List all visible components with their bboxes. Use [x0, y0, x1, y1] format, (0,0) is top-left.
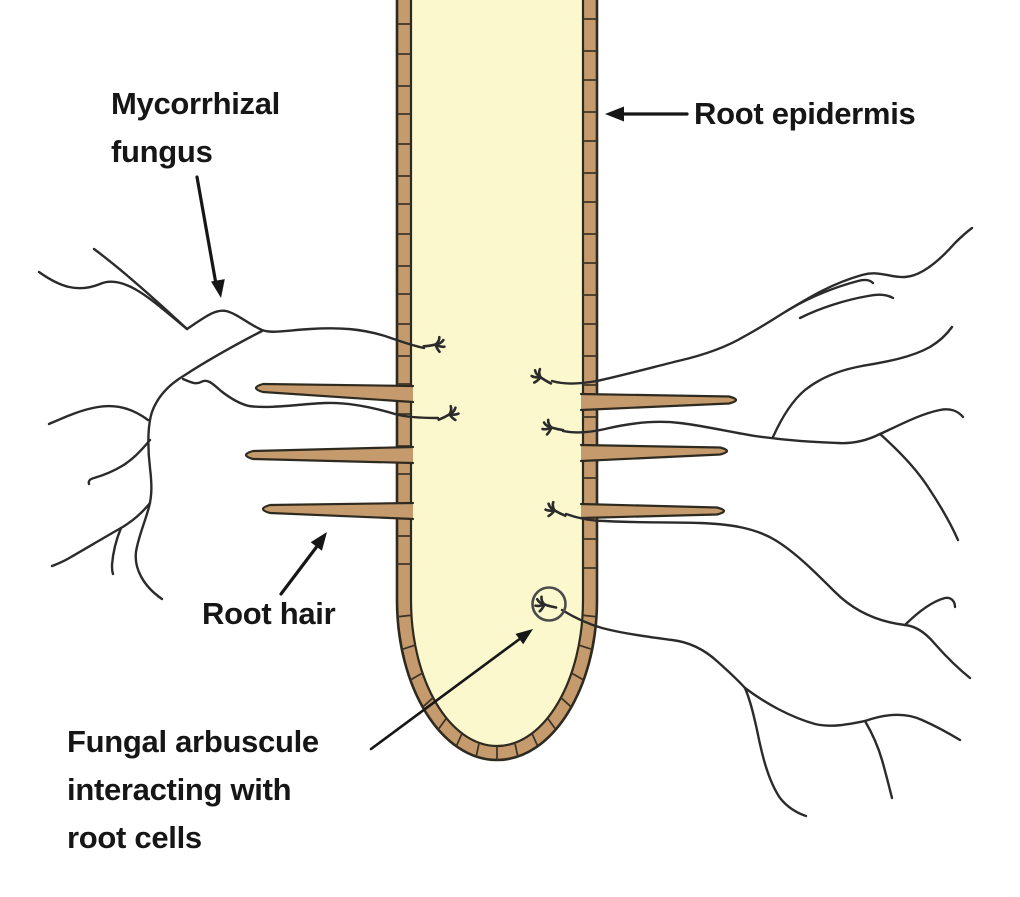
label-root-hair: Root hair	[202, 590, 336, 638]
epidermis-cell-divider	[578, 644, 593, 651]
hypha-right-from-arbuscule-3	[550, 226, 974, 385]
epidermis-cell-divider	[409, 672, 423, 681]
label-root-epidermis: Root epidermis	[694, 90, 916, 138]
arrow-fungal-arbuscule	[369, 629, 533, 751]
label-mycorrhizal-fungus: Mycorrhizal fungus	[111, 80, 280, 176]
hypha-right-branch-down	[878, 432, 960, 542]
fungal-hyphae-left	[37, 247, 440, 601]
root-hairs	[244, 382, 738, 521]
epidermis-cell-divider	[401, 644, 416, 651]
label-line: interacting with	[67, 772, 292, 807]
label-line: Mycorrhizal	[111, 86, 280, 121]
hypha-right-lower-main	[743, 686, 867, 727]
arrow-mycorrhizal-fungus	[195, 175, 225, 298]
hypha-right-from-circle	[560, 608, 747, 690]
label-line: Root epidermis	[694, 96, 916, 131]
epidermis-cell-divider	[546, 717, 557, 730]
label-fungal-arbuscule: Fungal arbuscule interacting with root c…	[67, 718, 319, 862]
arrow-root-hair	[279, 532, 327, 596]
epidermis-cell-divider	[582, 614, 597, 618]
annotation-arrows	[195, 106, 689, 751]
root-hair-left-1	[254, 382, 415, 404]
hypha-right-spur-1	[788, 278, 875, 311]
hypha-left-diagonal	[134, 329, 264, 601]
epidermis-cell-divider	[455, 733, 463, 747]
hypha-right-branch-up	[878, 408, 965, 436]
epidermis-cell-divider	[437, 717, 448, 730]
fungal-hyphae-right	[550, 226, 974, 818]
epidermis-cell-divider	[397, 614, 412, 618]
hypha-left-upper-b	[37, 270, 189, 331]
hypha-left-branch-hook	[87, 438, 152, 486]
hypha-left-to-arbuscule-1	[185, 309, 426, 350]
hypha-right-lower-down	[863, 719, 894, 800]
root-hair-right-3	[579, 502, 726, 520]
hypha-right-lower-up	[863, 713, 962, 742]
epidermis-cell-divider	[531, 733, 539, 747]
root-interior	[409, 0, 585, 748]
hypha-left-to-arbuscule-2	[181, 377, 440, 420]
hypha-left-y-branch-a	[50, 501, 152, 568]
root-hair-right-2	[579, 443, 729, 463]
hypha-left-y-branch-b	[110, 526, 123, 576]
hypha-left-edge-join	[47, 404, 150, 426]
label-line: fungus	[111, 134, 213, 169]
root-hair-left-2	[244, 445, 415, 465]
hypha-right-from-arbuscule-5	[564, 512, 972, 680]
hypha-right-hook-diagonal	[771, 325, 954, 439]
label-line: Fungal arbuscule	[67, 724, 319, 759]
epidermis-cell-divider	[514, 742, 519, 757]
root-hair-left-3	[261, 501, 415, 521]
epidermis-cell-divider	[475, 742, 480, 757]
arbuscule-highlight-circle	[531, 586, 567, 622]
epidermis-cell-divider	[571, 672, 585, 681]
hypha-right-spur-2	[798, 293, 895, 320]
root	[395, 0, 599, 762]
root-hair-right-1	[579, 392, 738, 412]
epidermis-cell-divider	[560, 697, 572, 708]
hypha-right-small-hook	[903, 596, 957, 627]
arrow-root-epidermis	[605, 106, 689, 122]
label-line: root cells	[67, 820, 202, 855]
hypha-right-lower-branch-down	[743, 686, 808, 818]
hypha-right-from-arbuscule-4	[561, 420, 882, 445]
label-line: Root hair	[202, 596, 336, 631]
epidermis-cell-divider	[422, 697, 434, 708]
